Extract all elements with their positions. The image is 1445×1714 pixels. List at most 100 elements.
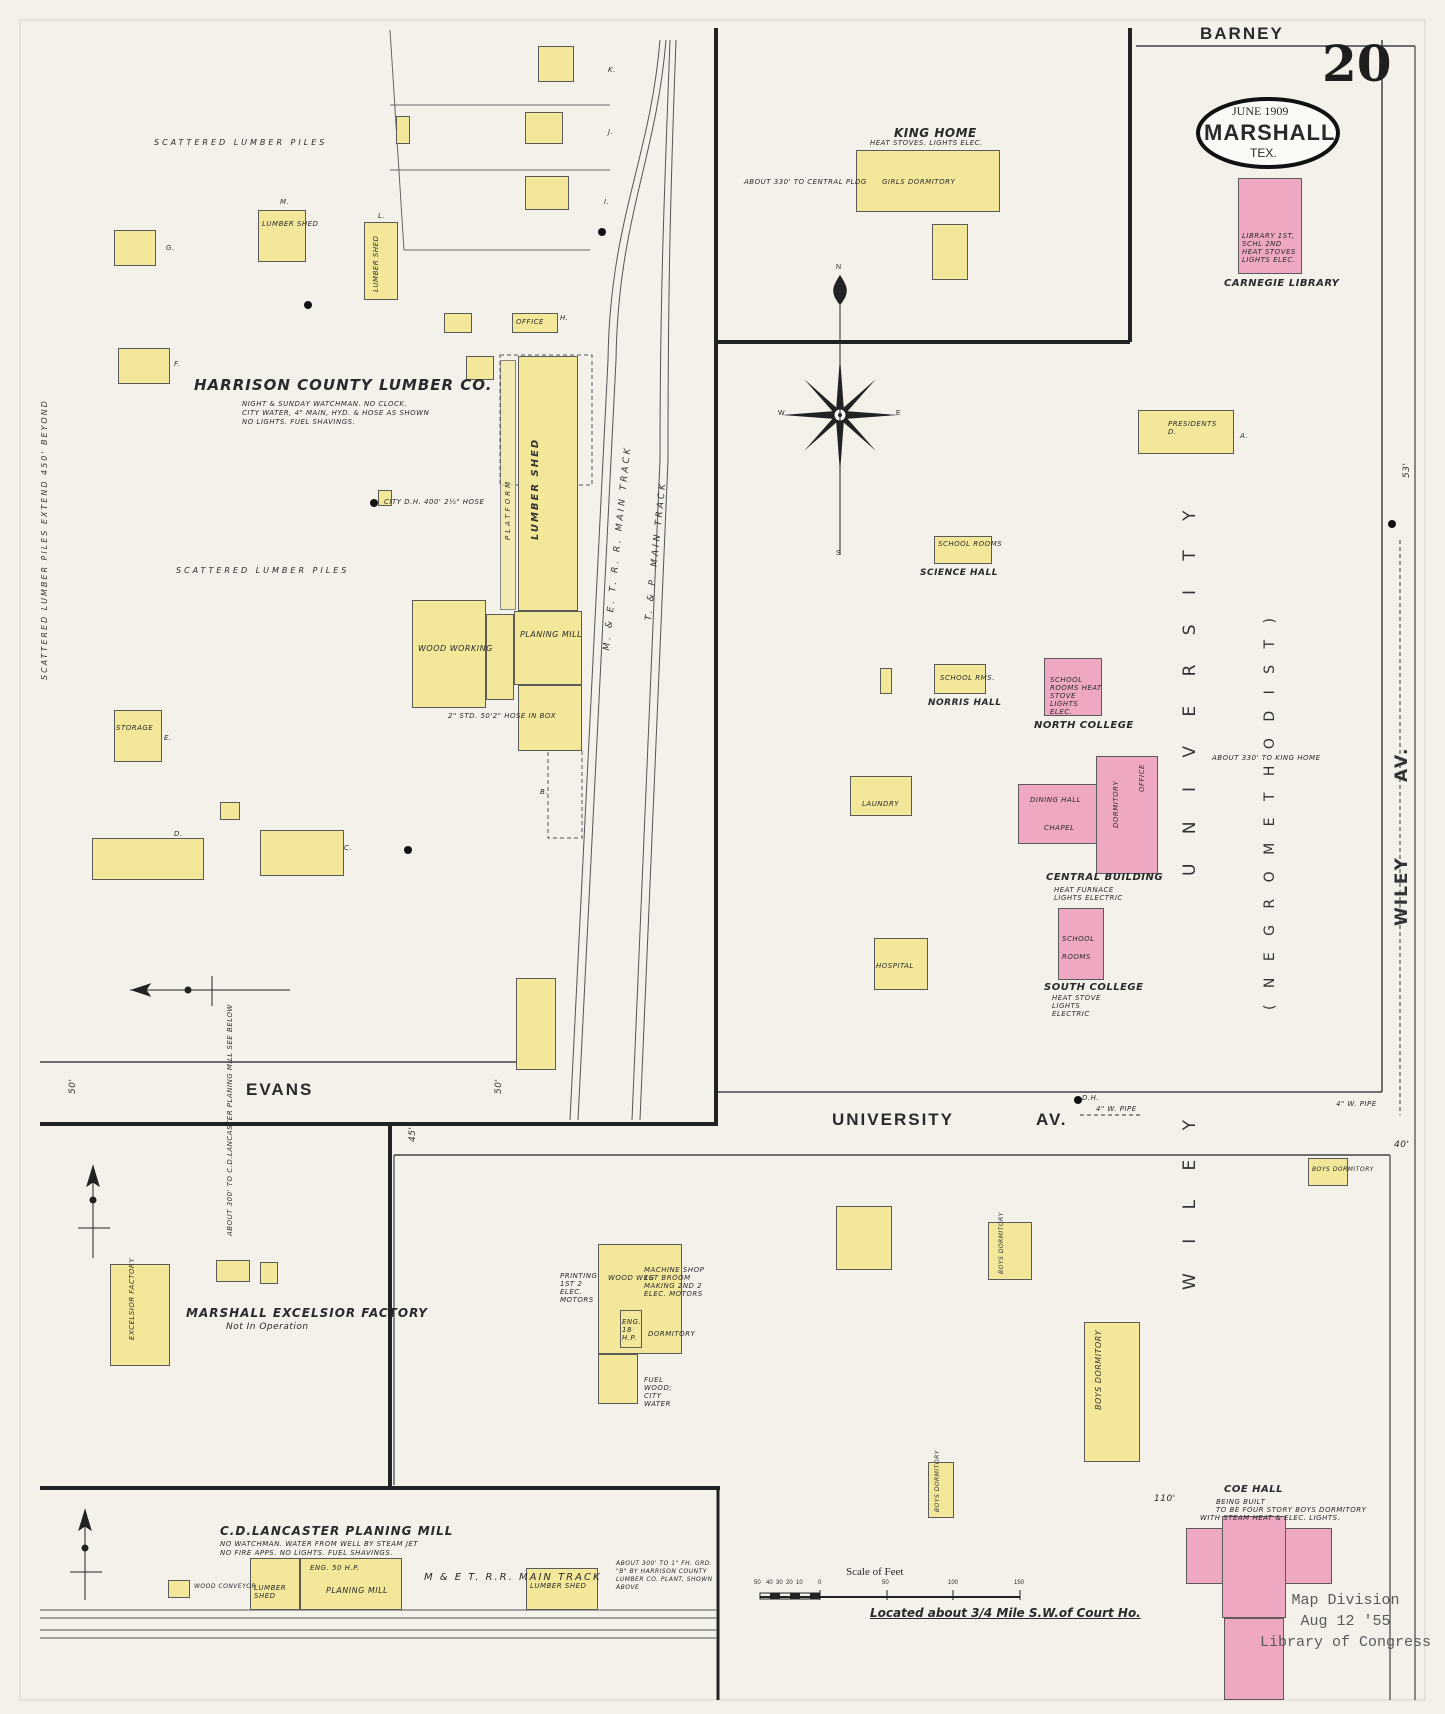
- dwelling-d: [538, 46, 574, 82]
- science-hall-label: SCIENCE HALL: [920, 568, 998, 578]
- letter-c: C.: [344, 844, 353, 852]
- scale-tick-2: 30: [776, 1580, 783, 1586]
- north-college-inner: SCHOOL ROOMS HEAT STOVE LIGHTS ELEC.: [1050, 676, 1102, 716]
- machine-shop-label: MACHINE SHOP 1ST BROOM MAKING 2ND 2 ELEC…: [644, 1266, 705, 1298]
- lumber-shed-l-label: LUMBER SHED: [372, 235, 380, 292]
- scale-tick-3: 20: [786, 1580, 793, 1586]
- wood-working-label: WOOD WORKING: [418, 644, 493, 653]
- library-stamp: Map Division Aug 12 '55 Library of Congr…: [1260, 1590, 1431, 1653]
- scale-tick-1: 40: [766, 1580, 773, 1586]
- lancaster-lumber-shed-label: LUMBER SHED: [254, 1584, 287, 1600]
- distance-45: 45': [408, 1126, 418, 1142]
- lumber-shed-l: [364, 222, 398, 300]
- dwelling-f-lower: [836, 1206, 892, 1270]
- lancaster-note-right: ABOUT 300' TO 1" FH. GRD. "B" BY HARRISO…: [616, 1560, 713, 1591]
- carnegie-note: LIBRARY 1ST, SCHL 2ND HEAT STOVES LIGHTS…: [1242, 232, 1296, 264]
- central-building-east: [1096, 756, 1158, 874]
- street-evans: EVANS: [246, 1080, 314, 1099]
- lancaster-lumber-shed-c-label: LUMBER SHED: [530, 1582, 587, 1590]
- boys-dormitory-k: [1084, 1322, 1140, 1462]
- lancaster-lumber-shed-c: [526, 1568, 598, 1610]
- school-rooms-science: SCHOOL ROOMS: [938, 540, 1003, 548]
- dwelling-d: [525, 176, 569, 210]
- carnegie-label: CARNEGIE LIBRARY: [1224, 278, 1340, 289]
- coe-hall-note3: WITH STEAM HEAT & ELEC. LIGHTS.: [1200, 1514, 1341, 1522]
- boys-dormitory-k-label: BOYS DORMITORY: [1094, 1329, 1103, 1410]
- compass-e: E: [896, 410, 901, 417]
- scale-tick-7: 100: [948, 1580, 959, 1586]
- compass-n: N: [836, 264, 842, 271]
- excelsior-boiler: [216, 1260, 250, 1282]
- letter-m: M.: [280, 198, 290, 206]
- lancaster-lumber-shed: [250, 1558, 300, 1610]
- letter-a: A.: [1240, 432, 1249, 440]
- office-building: [512, 313, 558, 333]
- city-dh-note: CITY D.H. 400' 2½" HOSE: [384, 498, 485, 506]
- central-building-label: CENTRAL BUILDING: [1046, 872, 1164, 883]
- dwelling-d-large: [92, 838, 204, 880]
- lumber-shed-m: [258, 210, 306, 262]
- letter-e: E.: [164, 734, 172, 742]
- lumber-shed-lower: [518, 685, 582, 751]
- south-college-inner: SCHOOL ROOMS: [1062, 935, 1095, 961]
- lumber-shed-m-label: LUMBER SHED: [262, 220, 319, 228]
- south-college: [1058, 908, 1104, 980]
- presidents-label: PRESIDENTS D.: [1168, 420, 1217, 436]
- street-university: UNIVERSITY: [832, 1110, 955, 1129]
- king-home-reference: ABOUT 330' TO KING HOME: [1212, 754, 1321, 762]
- chapel-label: CHAPEL: [1044, 824, 1075, 832]
- wood-wkg-label: WOOD WKG: [608, 1274, 655, 1282]
- wood-working: [412, 600, 486, 708]
- compass-w: W: [778, 410, 785, 417]
- office-central-label: OFFICE: [1138, 764, 1146, 792]
- lancaster-planing-label: PLANING MILL: [326, 1586, 388, 1595]
- scattered-lumber-top: SCATTERED LUMBER PILES: [154, 138, 328, 147]
- letter-i: I.: [604, 198, 610, 206]
- central-building-west: [1018, 784, 1098, 844]
- sheet-city: MARSHALL: [1204, 120, 1336, 145]
- letter-h: H.: [560, 314, 569, 322]
- lumber-co-note1: NIGHT & SUNDAY WATCHMAN. NO CLOCK.: [242, 400, 408, 408]
- king-home-label: KING HOME: [894, 126, 977, 140]
- excelsior-c: [260, 1262, 278, 1284]
- letter-g: G.: [166, 244, 175, 252]
- dwelling-g: [114, 230, 156, 266]
- boys-dormitory-d: [1308, 1158, 1348, 1186]
- lancaster-engine-label: ENG. 50 H.P.: [310, 1564, 360, 1572]
- wiley-name-vertical: W I L E Y: [1180, 1107, 1200, 1290]
- main-lumber-shed: [518, 356, 578, 611]
- coe-hall-note1: BEING BUILT: [1216, 1498, 1266, 1506]
- dwelling-f: [118, 348, 170, 384]
- printing-label: PRINTING 1ST 2 ELEC. MOTORS: [560, 1272, 598, 1304]
- boys-dormitory-j: [928, 1462, 954, 1518]
- met-lower-track: M & E T. R.R. MAIN TRACK: [424, 1572, 602, 1583]
- planing-mill: [514, 611, 582, 685]
- norris-inner: SCHOOL RMS.: [940, 674, 995, 682]
- dormitory-label: DORMITORY: [1112, 780, 1120, 828]
- stamp-line-2: Aug 12 '55: [1300, 1613, 1391, 1630]
- water-pipe-label-east: 4" W. PIPE: [1336, 1100, 1377, 1108]
- north-college-label: NORTH COLLEGE: [1034, 720, 1134, 731]
- long-shed-evans: [516, 978, 556, 1070]
- laundry-label: LAUNDRY: [862, 800, 900, 808]
- wiley-university-vertical: U N I V E R S I T Y: [1180, 498, 1200, 876]
- street-university-av: AV.: [1036, 1110, 1068, 1129]
- excelsior-status: Not In Operation: [226, 1322, 309, 1332]
- scattered-lumber-mid: SCATTERED LUMBER PILES: [176, 566, 350, 575]
- boys-dormitory-e: [988, 1222, 1032, 1280]
- street-wiley-av: AV.: [1392, 746, 1412, 782]
- excelsior-name: MARSHALL EXCELSIOR FACTORY: [186, 1306, 428, 1320]
- stamp-line-1: Map Division: [1291, 1592, 1400, 1609]
- lancaster-small: [168, 1580, 190, 1598]
- carnegie-library: [1238, 178, 1302, 274]
- letter-b: B.: [540, 788, 549, 796]
- coe-hall-label: COE HALL: [1224, 1484, 1284, 1495]
- north-college: [1044, 658, 1102, 716]
- scattered-lumber-side-note: SCATTERED LUMBER PILES EXTEND 450' BEYON…: [40, 399, 49, 680]
- dormitory-lc-label: DORMITORY: [648, 1330, 696, 1338]
- lumber-shed-label: LUMBER SHED: [530, 437, 541, 540]
- outbuilding: [396, 116, 410, 144]
- fuel-note: FUEL WOOD; CITY WATER: [644, 1376, 673, 1408]
- distance-50-left: 50': [68, 1078, 78, 1094]
